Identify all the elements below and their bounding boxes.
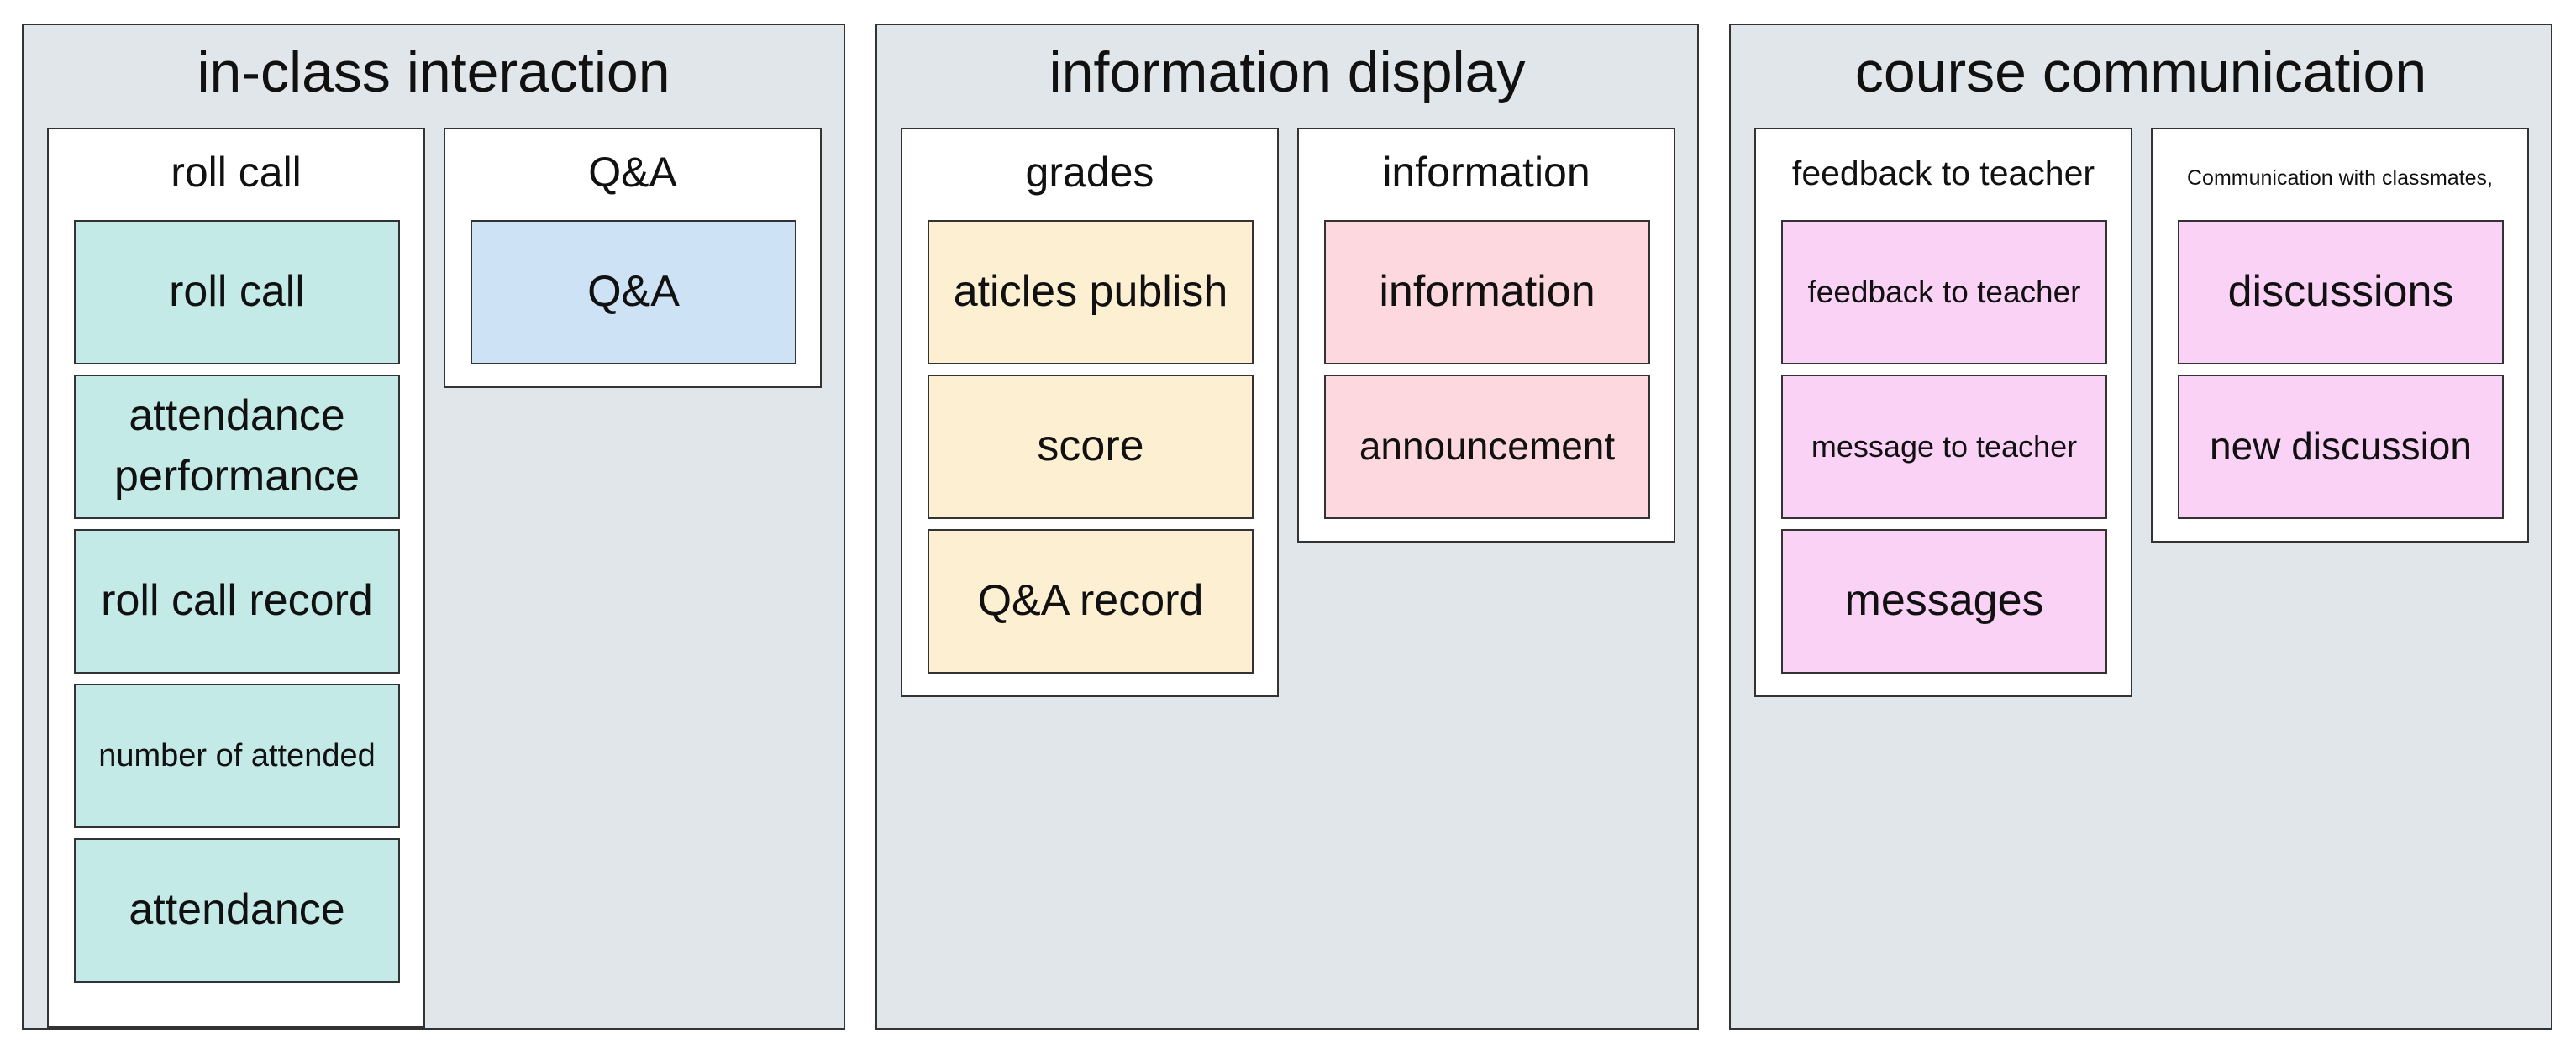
item-number-of-attended: number of attended <box>74 684 400 828</box>
group-title: roll call <box>171 149 302 196</box>
group-information: information information announcement <box>1297 128 1675 543</box>
item-attendance: attendance <box>74 838 400 983</box>
panel-in-class-interaction: in-class interaction roll call roll call… <box>22 24 845 1030</box>
group-title: information <box>1382 149 1590 196</box>
group-feedback-to-teacher: feedback to teacher feedback to teacher … <box>1754 128 2132 697</box>
item-attendance-performance: attendance performance <box>74 375 400 519</box>
group-grades: grades aticles publish score Q&A record <box>901 128 1279 697</box>
item-messages: messages <box>1781 529 2107 674</box>
group-title: grades <box>1025 149 1154 196</box>
panel-title: course communication <box>1854 40 2427 104</box>
group-title: Q&A <box>588 149 677 196</box>
item-announcement: announcement <box>1324 375 1650 519</box>
group-communication-with-classmates: Communication with classmates, discussio… <box>2151 128 2529 543</box>
item-roll-call-record: roll call record <box>74 529 400 674</box>
item-aticles-publish: aticles publish <box>928 220 1254 364</box>
item-qa: Q&A <box>471 220 796 364</box>
group-roll-call: roll call roll call attendance performan… <box>47 128 425 1028</box>
item-score: score <box>928 375 1254 519</box>
panel-title: information display <box>1049 40 1526 104</box>
item-roll-call: roll call <box>74 220 400 364</box>
panel-information-display: information display grades aticles publi… <box>875 24 1699 1030</box>
item-message-to-teacher: message to teacher <box>1781 375 2107 519</box>
item-discussions: discussions <box>2178 220 2504 364</box>
group-qa: Q&A Q&A <box>444 128 822 388</box>
item-qa-record: Q&A record <box>928 529 1254 674</box>
group-title: Communication with classmates, <box>2186 166 2493 190</box>
group-title: feedback to teacher <box>1791 154 2095 192</box>
panel-title: in-class interaction <box>197 40 670 104</box>
panel-course-communication: course communication feedback to teacher… <box>1729 24 2552 1030</box>
item-feedback-to-teacher: feedback to teacher <box>1781 220 2107 364</box>
item-new-discussion: new discussion <box>2178 375 2504 519</box>
item-information: information <box>1324 220 1650 364</box>
